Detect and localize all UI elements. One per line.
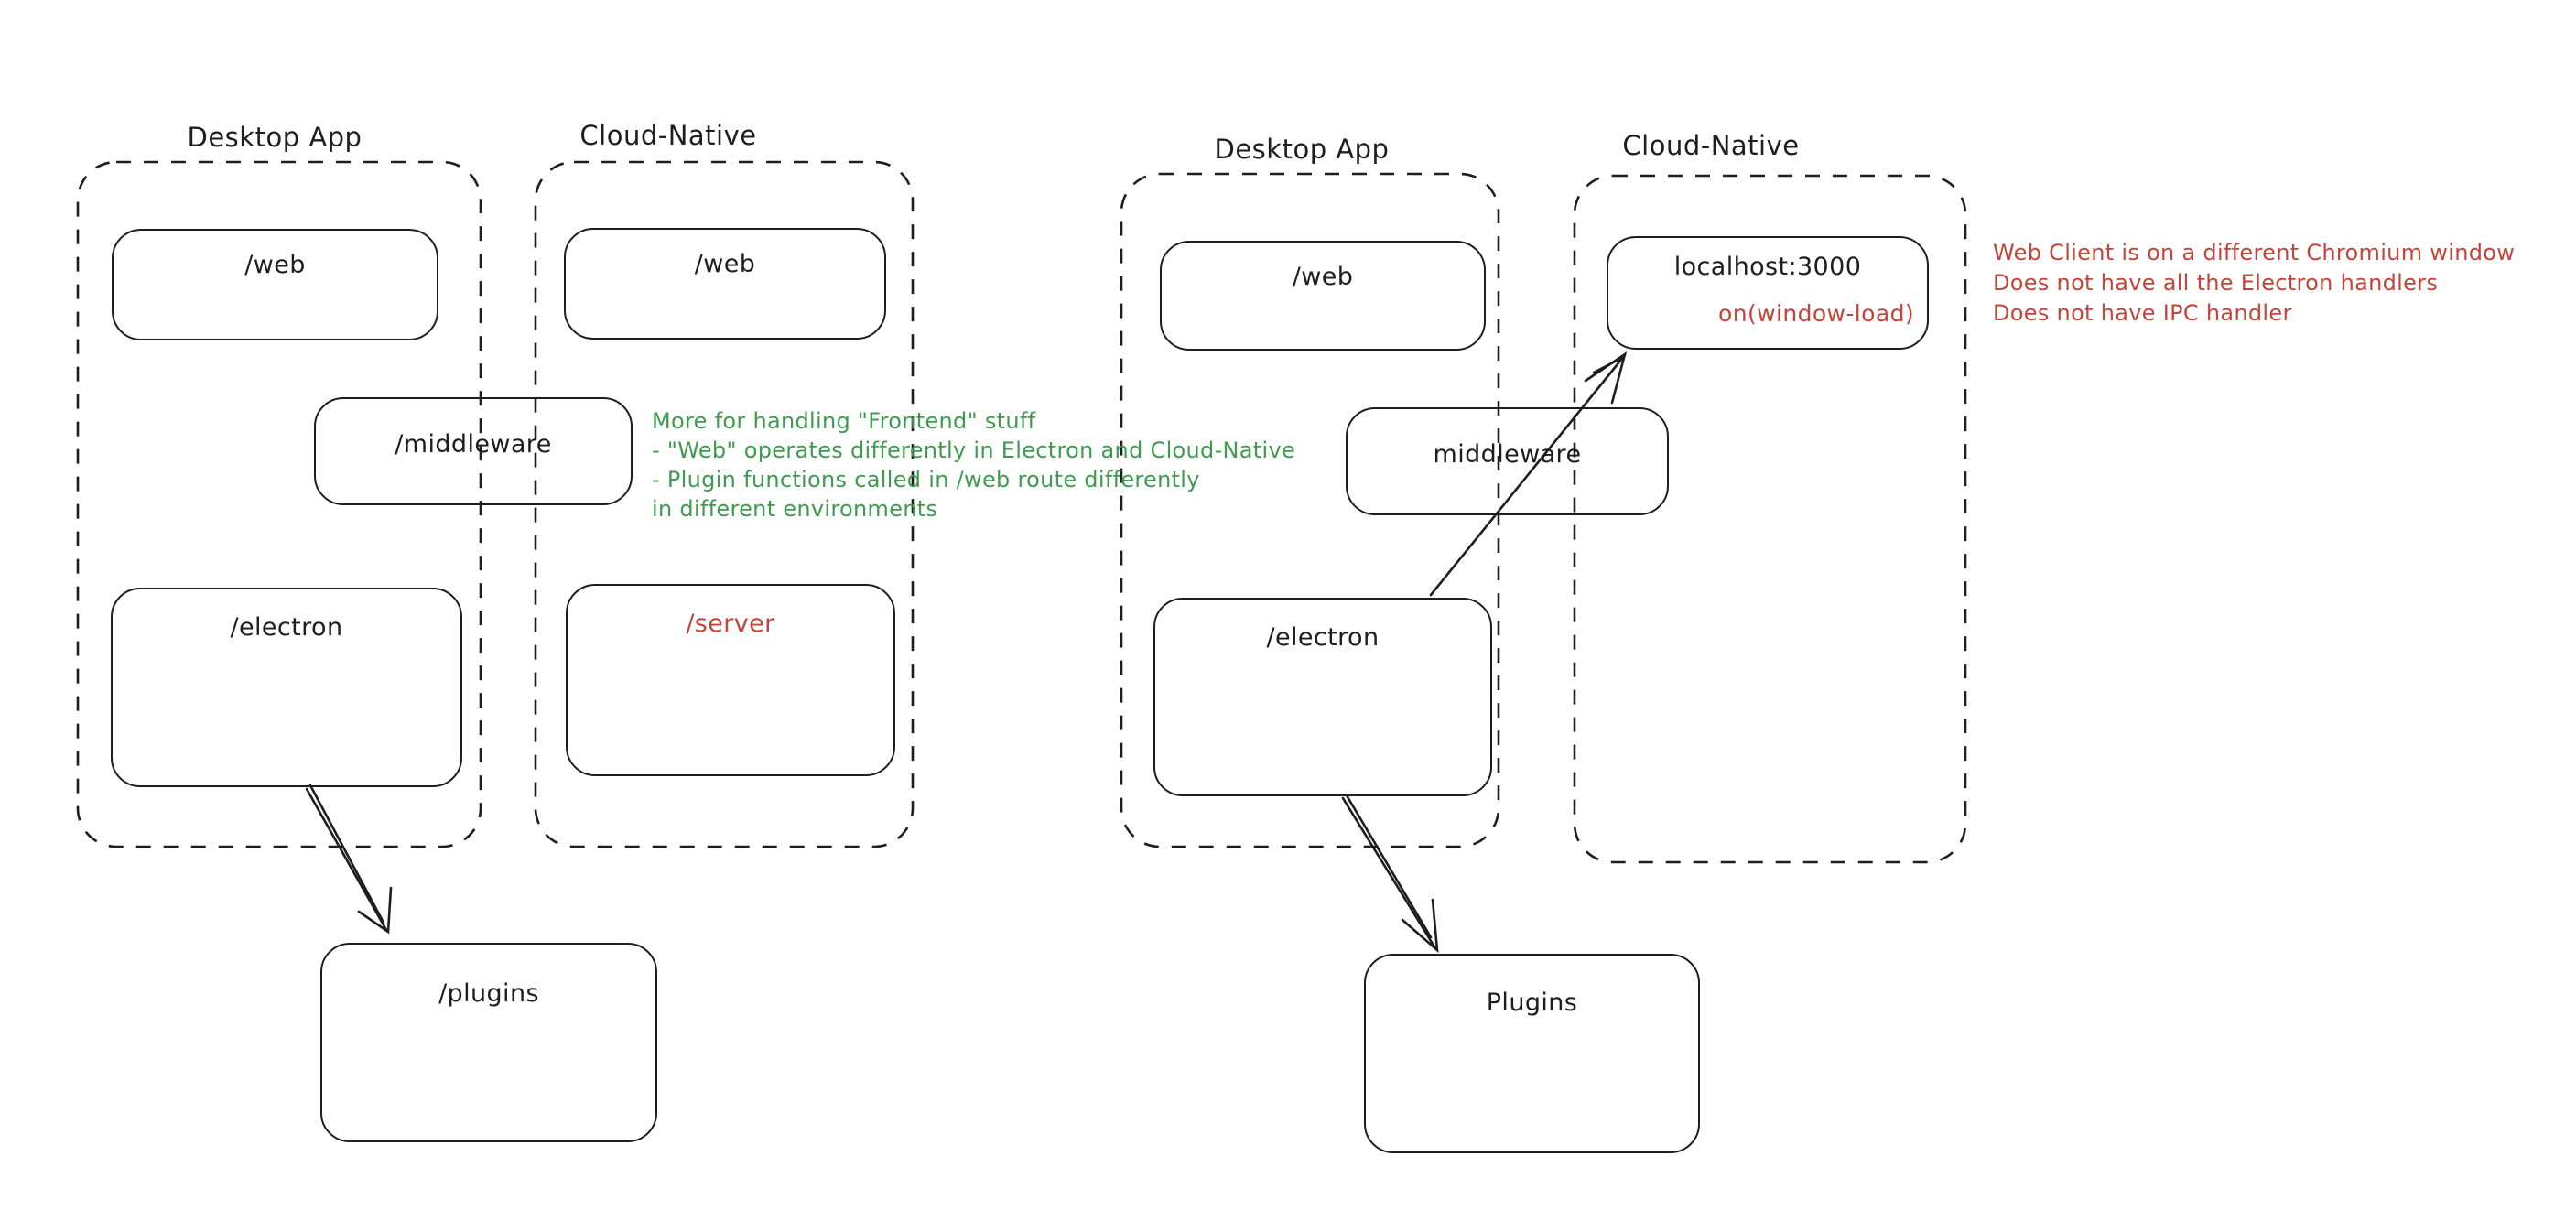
red-annotation-line-3: Does not have IPC handler [1993, 300, 2292, 326]
left-plugins-box: /plugins [320, 943, 657, 1142]
right-cloud-native-title: Cloud-Native [1622, 130, 1800, 161]
left-server-label: /server [686, 610, 775, 638]
right-plugins-label: Plugins [1486, 989, 1578, 1017]
red-annotation-line-1: Web Client is on a different Chromium wi… [1993, 240, 2516, 265]
left-web-label: /web [244, 251, 306, 279]
left-electron-box: /electron [111, 588, 462, 787]
right-plugins-box: Plugins [1364, 954, 1700, 1153]
arrow-electron-to-plugins-left [307, 785, 391, 932]
green-annotation-line-4: in different environments [652, 496, 938, 522]
left-web-box: /web [112, 229, 438, 340]
arrow-electron-to-plugins-right [1343, 795, 1437, 950]
left-cloud-native-title: Cloud-Native [579, 120, 757, 151]
left-cloud-web-label: /web [694, 250, 756, 278]
right-electron-box: /electron [1153, 598, 1492, 796]
on-window-load-label: on(window-load) [1718, 300, 1914, 327]
right-desktop-app-title: Desktop App [1214, 134, 1390, 165]
right-web-label: /web [1292, 263, 1354, 291]
localhost-3000-box: localhost:3000 on(window-load) [1607, 236, 1929, 350]
green-annotation-line-1: More for handling "Frontend" stuff [652, 408, 1036, 434]
left-middleware-box: /middleware [314, 397, 633, 505]
red-annotation-line-2: Does not have all the Electron handlers [1993, 270, 2439, 296]
red-annotation: Web Client is on a different Chromium wi… [1993, 238, 2515, 329]
right-electron-label: /electron [1266, 623, 1380, 652]
left-electron-label: /electron [230, 613, 343, 642]
localhost-3000-label: localhost:3000 [1673, 253, 1862, 281]
right-web-box: /web [1160, 241, 1486, 351]
left-cloud-web-box: /web [564, 228, 886, 340]
left-middleware-label: /middleware [395, 430, 552, 459]
right-middleware-label: middleware [1433, 440, 1582, 469]
left-desktop-app-title: Desktop App [187, 122, 363, 153]
green-annotation: More for handling "Frontend" stuff - "We… [652, 406, 1295, 524]
green-annotation-line-2: - "Web" operates differently in Electron… [652, 438, 1296, 463]
right-middleware-box: middleware [1346, 407, 1669, 515]
left-server-box: /server [566, 584, 895, 776]
green-annotation-line-3: - Plugin functions called in /web route … [652, 467, 1200, 492]
left-plugins-label: /plugins [438, 979, 539, 1008]
